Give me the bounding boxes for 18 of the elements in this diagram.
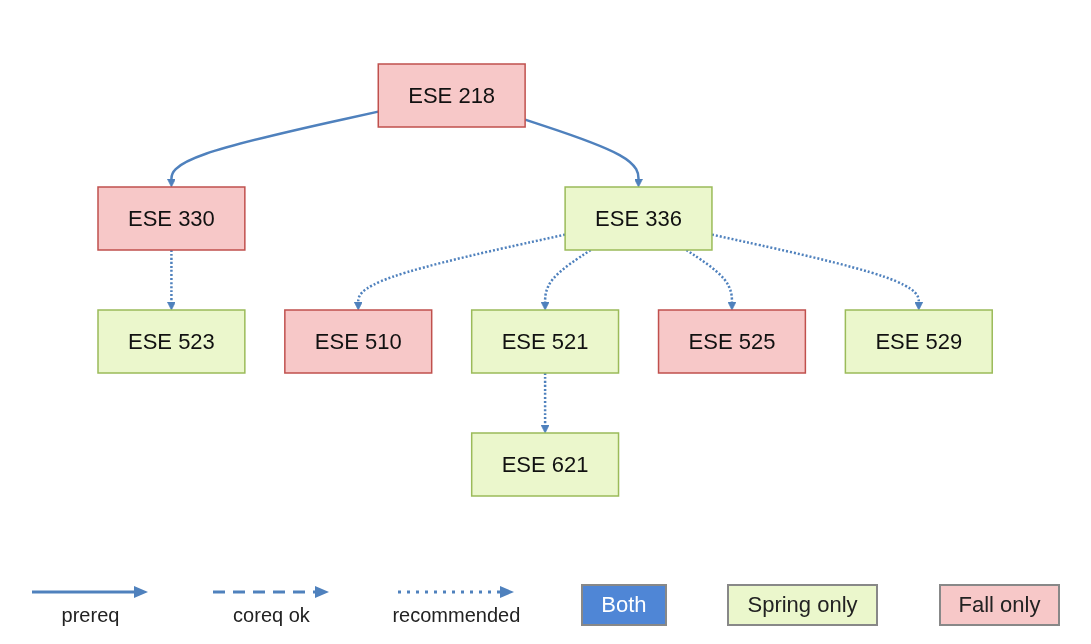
legend-swatch: Spring only bbox=[727, 584, 878, 626]
legend-swatch: Fall only bbox=[938, 584, 1061, 626]
legend-label: coreq ok bbox=[233, 603, 310, 627]
arrow bbox=[167, 110, 379, 188]
node-box: ESE 218 bbox=[377, 63, 527, 128]
node-box: ESE 510 bbox=[284, 309, 433, 374]
node-box: ESE 336 bbox=[564, 186, 714, 251]
legend-label: recommended bbox=[392, 603, 521, 627]
node-box: ESE 523 bbox=[97, 309, 246, 374]
arrow bbox=[712, 233, 924, 311]
node-box: ESE 529 bbox=[845, 309, 994, 374]
node-box: ESE 525 bbox=[658, 309, 807, 374]
node-box: ESE 330 bbox=[97, 186, 246, 251]
node-box: ESE 621 bbox=[471, 432, 620, 497]
legend-label: prereq bbox=[61, 603, 120, 627]
node-box: ESE 521 bbox=[471, 309, 620, 374]
arrow bbox=[525, 118, 644, 188]
legend-swatch: Both bbox=[581, 584, 667, 626]
